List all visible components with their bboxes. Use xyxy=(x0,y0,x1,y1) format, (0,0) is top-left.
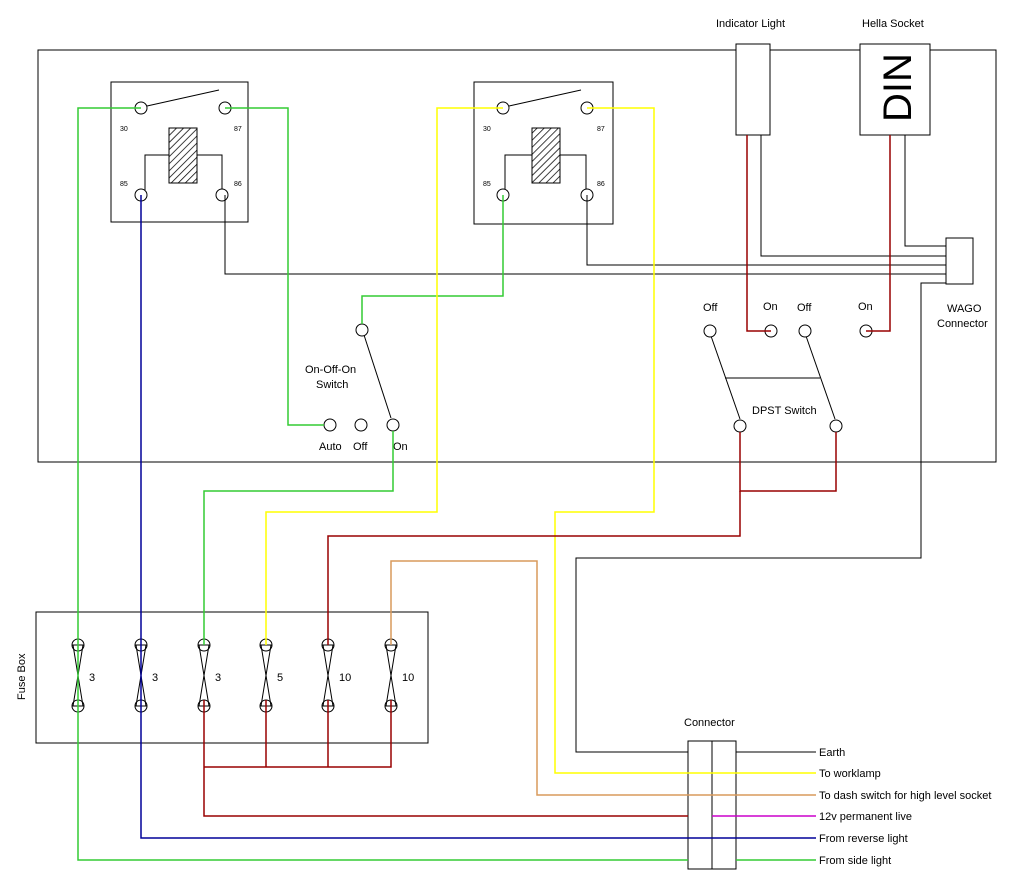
relay-1: 30 87 85 86 xyxy=(110,81,249,223)
fuse-5: 10 xyxy=(321,638,351,713)
red-wires xyxy=(203,135,891,817)
fuse-rating: 3 xyxy=(152,672,158,684)
dpst-switch: Off On Off On DPST Switch xyxy=(703,301,873,433)
green-wires xyxy=(77,107,816,861)
relay-2-pin-87: 87 xyxy=(597,126,605,133)
relay-1-coil xyxy=(168,127,198,184)
relay-1-pin-30: 30 xyxy=(120,126,128,133)
relay-1-pin-87: 87 xyxy=(234,126,242,133)
wago-connector: WAGO Connector xyxy=(937,237,988,330)
relay-2-pin-30: 30 xyxy=(483,126,491,133)
relay-1-pin-86: 86 xyxy=(234,181,242,188)
relay-2-pin-85: 85 xyxy=(483,181,491,188)
dpst-switch-label: DPST Switch xyxy=(752,405,817,417)
output-label: 12v permanent live xyxy=(819,811,912,823)
hella-socket: DIN Hella Socket xyxy=(859,18,931,136)
relay-2: 30 87 85 86 xyxy=(473,81,614,225)
relay-2-coil xyxy=(531,127,561,184)
dpst-on-2-label: On xyxy=(858,301,873,313)
indicator-light-label: Indicator Light xyxy=(716,18,785,30)
output-label: From reverse light xyxy=(819,833,908,845)
indicator-light: Indicator Light xyxy=(716,18,785,136)
fuse-box-label: Fuse Box xyxy=(16,653,28,700)
din-mark: DIN xyxy=(876,53,920,122)
dpst-on-1-label: On xyxy=(763,301,778,313)
relay-1-pin-85: 85 xyxy=(120,181,128,188)
fuse-rating: 10 xyxy=(402,672,414,684)
orange-wires xyxy=(390,560,816,796)
fuse-rating: 10 xyxy=(339,672,351,684)
switch-label-line1: On-Off-On xyxy=(305,364,356,376)
output-label: Earth xyxy=(819,747,845,759)
relay-2-pin-86: 86 xyxy=(597,181,605,188)
output-connector: Connector xyxy=(684,717,737,870)
switch-off-label: Off xyxy=(353,441,368,453)
switch-auto-label: Auto xyxy=(319,441,342,453)
switch-on-label: On xyxy=(393,441,408,453)
yellow-wires xyxy=(265,107,816,774)
blue-wires xyxy=(140,195,816,839)
output-label: To dash switch for high level socket xyxy=(819,790,991,802)
output-label: To worklamp xyxy=(819,768,881,780)
hella-socket-label: Hella Socket xyxy=(862,18,924,30)
dpst-off-2-label: Off xyxy=(797,302,812,314)
fuse-rating: 3 xyxy=(89,672,95,684)
wago-label-line1: WAGO xyxy=(947,303,982,315)
switch-label-line2: Switch xyxy=(316,379,348,391)
output-labels: Earth To worklamp To dash switch for high … xyxy=(819,747,991,867)
output-label: From side light xyxy=(819,855,891,867)
dpst-off-1-label: Off xyxy=(703,302,718,314)
wago-label-line2: Connector xyxy=(937,318,988,330)
on-off-on-switch: On-Off-On Switch Auto Off On xyxy=(305,323,408,453)
black-wires xyxy=(224,135,946,753)
fuse-rating: 5 xyxy=(277,672,283,684)
connector-label: Connector xyxy=(684,717,735,729)
fuse-rating: 3 xyxy=(215,672,221,684)
fuse-box: Fuse Box 3 3 3 5 10 10 xyxy=(16,611,429,744)
